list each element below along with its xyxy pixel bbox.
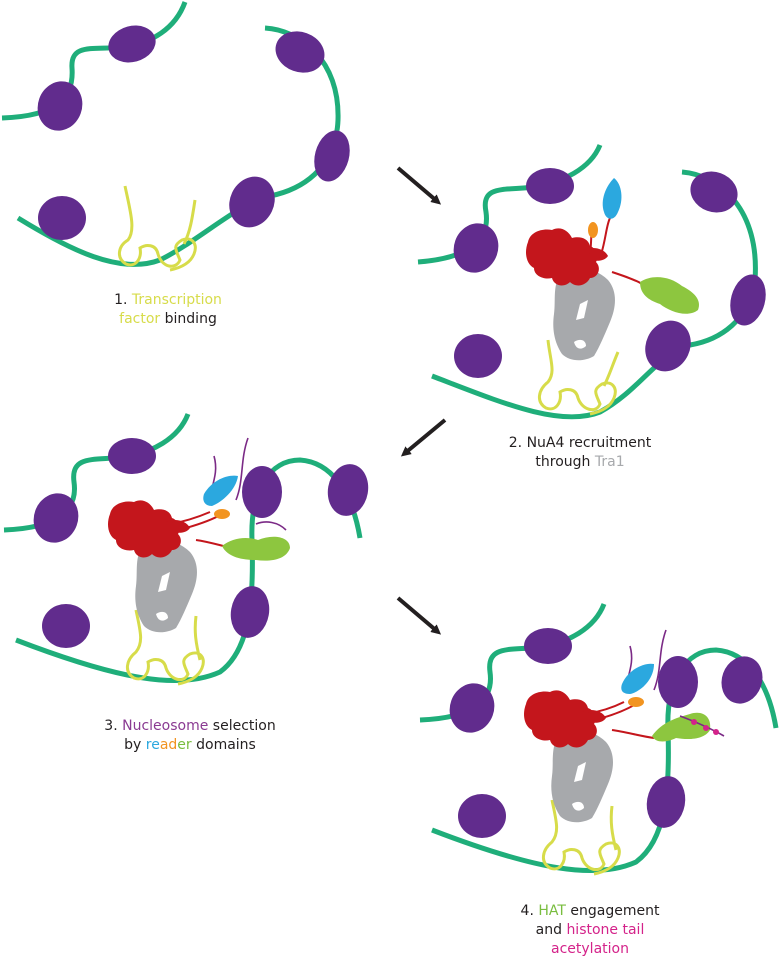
- reader-orange: [214, 509, 230, 519]
- panel-2-nua4-complex: [526, 178, 700, 361]
- histone-tail: [653, 629, 667, 691]
- caption-highlight-transcription: Transcription: [131, 292, 222, 308]
- nucleosome: [658, 656, 698, 708]
- arrows: [396, 166, 447, 635]
- nucleosome: [458, 794, 506, 838]
- panel-3-transcription-factor: [126, 609, 205, 686]
- nucleosome: [242, 466, 282, 518]
- caption-highlight-re: re: [145, 737, 160, 753]
- panel-4-nua4-complex: [524, 629, 725, 823]
- acetyl-mark: [691, 719, 697, 725]
- nucleosome: [453, 223, 499, 273]
- nucleosome: [108, 438, 156, 474]
- step-2-caption: 2. NuA4 recruitment through Tra1: [460, 434, 700, 472]
- nucleosome: [230, 586, 270, 638]
- caption-text: selection: [212, 718, 276, 734]
- nucleosome: [730, 274, 766, 326]
- histone-tail: [235, 437, 249, 501]
- caption-text: NuA4 recruitment: [526, 435, 652, 451]
- caption-text: domains: [196, 737, 256, 753]
- panel-4-transcription-factor: [542, 799, 621, 876]
- nucleosome: [37, 81, 83, 131]
- caption-highlight-ad: ad: [159, 737, 178, 753]
- hat-green: [640, 277, 700, 314]
- nucleosome: [33, 493, 79, 543]
- reader-blue: [203, 475, 238, 506]
- panel-1-nucleosomes: [37, 25, 350, 240]
- acetyl-mark: [713, 729, 719, 735]
- nucleosome: [108, 25, 156, 63]
- nucleosome: [38, 196, 86, 240]
- histone-tail: [255, 521, 287, 531]
- panel-1-transcription-factor: [118, 185, 197, 272]
- caption-reader-word: reader: [146, 737, 192, 753]
- caption-highlight-acetylation: acetylation: [551, 941, 629, 957]
- reader-orange: [628, 697, 644, 707]
- caption-text: binding: [164, 311, 217, 327]
- step-number: 4.: [520, 903, 534, 919]
- nucleosome: [327, 464, 369, 516]
- arrow-step-1-to-2: [396, 166, 442, 205]
- panel-2-nucleosomes: [453, 168, 766, 378]
- step-4-caption: 4. HAT engagement and histone tail acety…: [480, 902, 700, 959]
- panel-3-nua4-complex: [108, 437, 290, 633]
- panel-2-transcription-factor: [538, 339, 620, 416]
- caption-text: engagement: [570, 903, 660, 919]
- nucleosome: [449, 683, 495, 733]
- panel-3-nucleosomes: [33, 438, 369, 648]
- caption-highlight-nucleosome: Nucleosome: [122, 718, 209, 734]
- reader-blue: [621, 663, 654, 694]
- nucleosome: [314, 130, 350, 182]
- nucleosome: [454, 334, 502, 378]
- caption-text: through: [535, 454, 591, 470]
- step-number: 3.: [104, 718, 118, 734]
- arrow-step-3-to-4: [396, 596, 442, 635]
- nucleosome: [646, 776, 686, 828]
- nucleosome: [526, 168, 574, 204]
- step-3-caption: 3. Nucleosome selection by reader domain…: [60, 717, 320, 755]
- nucleosome: [275, 31, 325, 73]
- acetyl-mark: [703, 725, 709, 731]
- hat-green: [222, 536, 290, 561]
- reader-blue: [602, 178, 622, 219]
- panel-4-nucleosomes: [449, 628, 763, 838]
- caption-text: and: [535, 922, 562, 938]
- reader-orange: [588, 222, 598, 238]
- nucleosome: [229, 176, 275, 228]
- caption-highlight-er: er: [177, 737, 192, 753]
- caption-highlight-histone-tail: histone tail: [566, 922, 645, 938]
- nucleosome: [42, 604, 90, 648]
- caption-highlight-hat: HAT: [538, 903, 566, 919]
- caption-text: by: [124, 737, 142, 753]
- nucleosome: [721, 656, 763, 704]
- histone-tail: [679, 715, 725, 737]
- nucleosome: [645, 320, 691, 372]
- step-1-caption: 1. Transcription factor binding: [68, 291, 268, 329]
- step-number: 1.: [114, 292, 128, 308]
- caption-highlight-tra1: Tra1: [594, 454, 625, 470]
- caption-highlight-factor: factor: [119, 311, 161, 327]
- nucleosome: [524, 628, 572, 664]
- step-number: 2.: [508, 435, 523, 451]
- nucleosome: [690, 171, 738, 213]
- arrow-step-2-to-3: [400, 418, 447, 457]
